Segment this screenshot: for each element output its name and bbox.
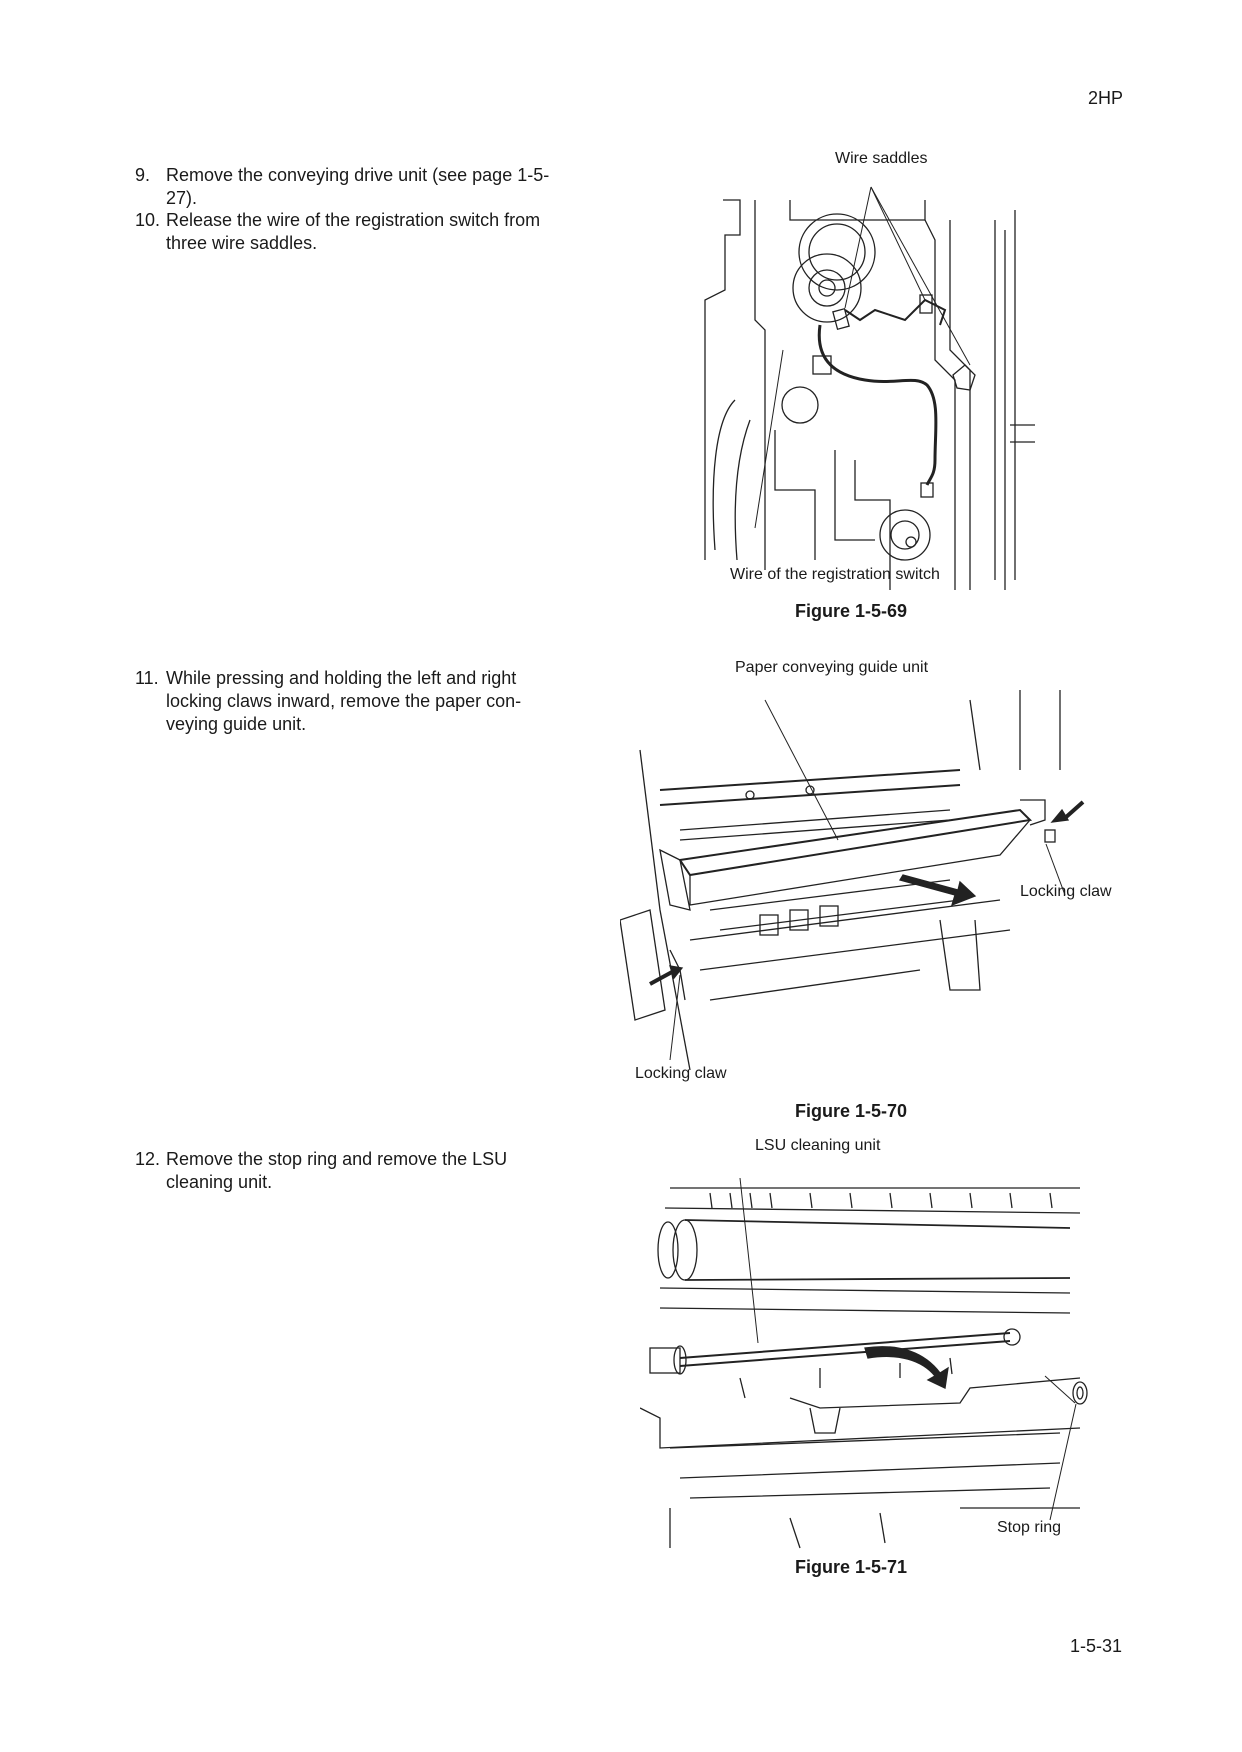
callout-lsu-cleaning-unit: LSU cleaning unit	[755, 1137, 881, 1154]
figure-caption: Figure 1-5-70	[795, 1101, 908, 1121]
callout-registration-wire: Wire of the registration switch	[730, 566, 940, 583]
step-12: 12. Remove the stop ring and remove the …	[135, 1148, 555, 1194]
registration-wire-illustration	[704, 186, 1035, 590]
callout-locking-claw-right: Locking claw	[1020, 883, 1112, 900]
figure-1-5-69: Wire saddles Wire of the registration sw…	[695, 150, 1065, 621]
page-number: 1-5-31	[1070, 1636, 1123, 1656]
step-11: 11. While pressing and holding the left …	[135, 667, 555, 736]
step-9: 9. Remove the conveying drive unit (see …	[135, 164, 555, 210]
step-number: 11.	[135, 668, 159, 688]
lsu-cleaning-illustration	[640, 1177, 1088, 1549]
callout-stop-ring: Stop ring	[997, 1519, 1062, 1536]
figure-caption: Figure 1-5-71	[795, 1557, 908, 1577]
step-number: 10.	[135, 210, 161, 230]
step-number: 9.	[135, 165, 151, 185]
callout-locking-claw-left: Locking claw	[635, 1065, 727, 1082]
paper-guide-illustration	[620, 690, 1085, 1071]
step-text: Remove the stop ring and remove the LSU …	[166, 1149, 508, 1192]
step-text: Release the wire of the registration swi…	[166, 210, 541, 253]
figure-1-5-71: LSU cleaning unit Stop ring Figure 1-5-7…	[640, 1137, 1100, 1588]
figure-caption: Figure 1-5-69	[795, 601, 908, 621]
callout-wire-saddles: Wire saddles	[835, 150, 928, 167]
model-code: 2HP	[1088, 88, 1124, 108]
step-number: 12.	[135, 1149, 161, 1169]
figure-1-5-70: Paper conveying guide unit Locking claw …	[620, 659, 1120, 1121]
callout-guide-unit: Paper conveying guide unit	[735, 659, 929, 676]
step-10: 10. Release the wire of the registration…	[135, 209, 555, 255]
step-text: While pressing and holding the left and …	[166, 668, 522, 734]
step-text: Remove the conveying drive unit (see pag…	[166, 165, 550, 208]
